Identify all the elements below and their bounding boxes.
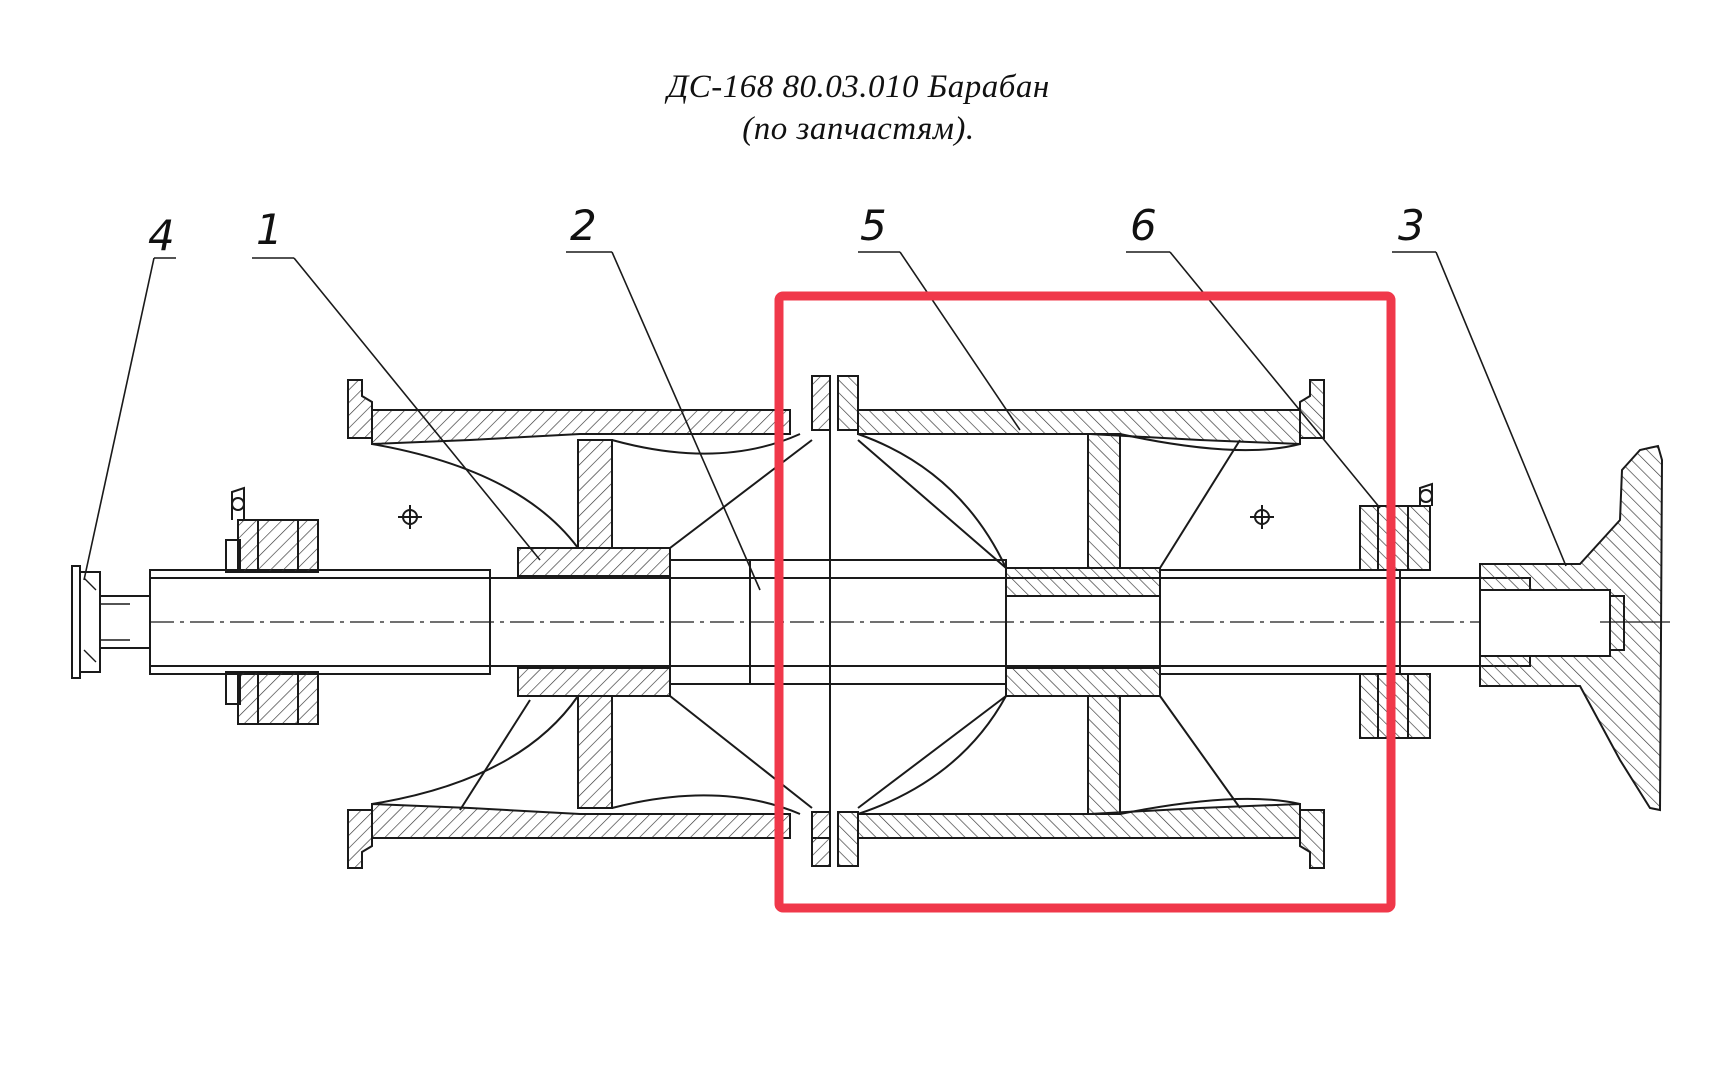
title-line-1: ДС-168 80.03.010 Барабан	[667, 69, 1050, 105]
title-line-2: (по запчастям).	[742, 111, 975, 147]
right-hub-bottom	[1005, 667, 1161, 697]
shell-top-left	[371, 409, 791, 446]
shell-top-right	[857, 409, 1301, 446]
shaft-center-collar	[669, 559, 1007, 685]
left-disc-web-top	[577, 439, 613, 549]
callout-6: 6	[1130, 201, 1157, 250]
shell-bottom-right	[857, 802, 1301, 839]
left-shaft-end	[71, 565, 151, 679]
callout-3: 3	[1398, 201, 1425, 250]
left-bearing	[225, 486, 319, 725]
callout-5: 5	[860, 201, 887, 250]
left-hub-top	[517, 547, 671, 577]
drawing-title: ДС-168 80.03.010 Барабан (по запчастям).	[0, 66, 1717, 150]
shaft	[149, 559, 1540, 685]
leader-lines	[83, 251, 1567, 591]
drum-shell-right	[837, 375, 1325, 869]
highlight-frame	[774, 291, 1396, 913]
callout-4: 4	[148, 211, 175, 260]
left-disc-web-bottom	[577, 695, 613, 809]
drum-shell-left	[347, 375, 831, 869]
right-coupling	[1479, 444, 1670, 812]
right-flange-bottom	[1299, 809, 1325, 869]
center-flange-top-left	[812, 375, 831, 839]
left-flange-bottom	[347, 809, 373, 869]
right-flange-top	[1299, 379, 1325, 439]
callout-labels: 4 1 2 5 6 3	[148, 201, 1425, 260]
left-flange-top	[347, 379, 373, 439]
shell-bottom-left	[371, 802, 791, 839]
right-bearing	[1359, 482, 1433, 739]
shaft-sleeve-right	[1159, 569, 1401, 675]
callout-2: 2	[570, 201, 597, 250]
right-hub-top	[1005, 567, 1161, 597]
callout-1: 1	[256, 205, 283, 254]
left-hub-bottom	[517, 667, 671, 697]
